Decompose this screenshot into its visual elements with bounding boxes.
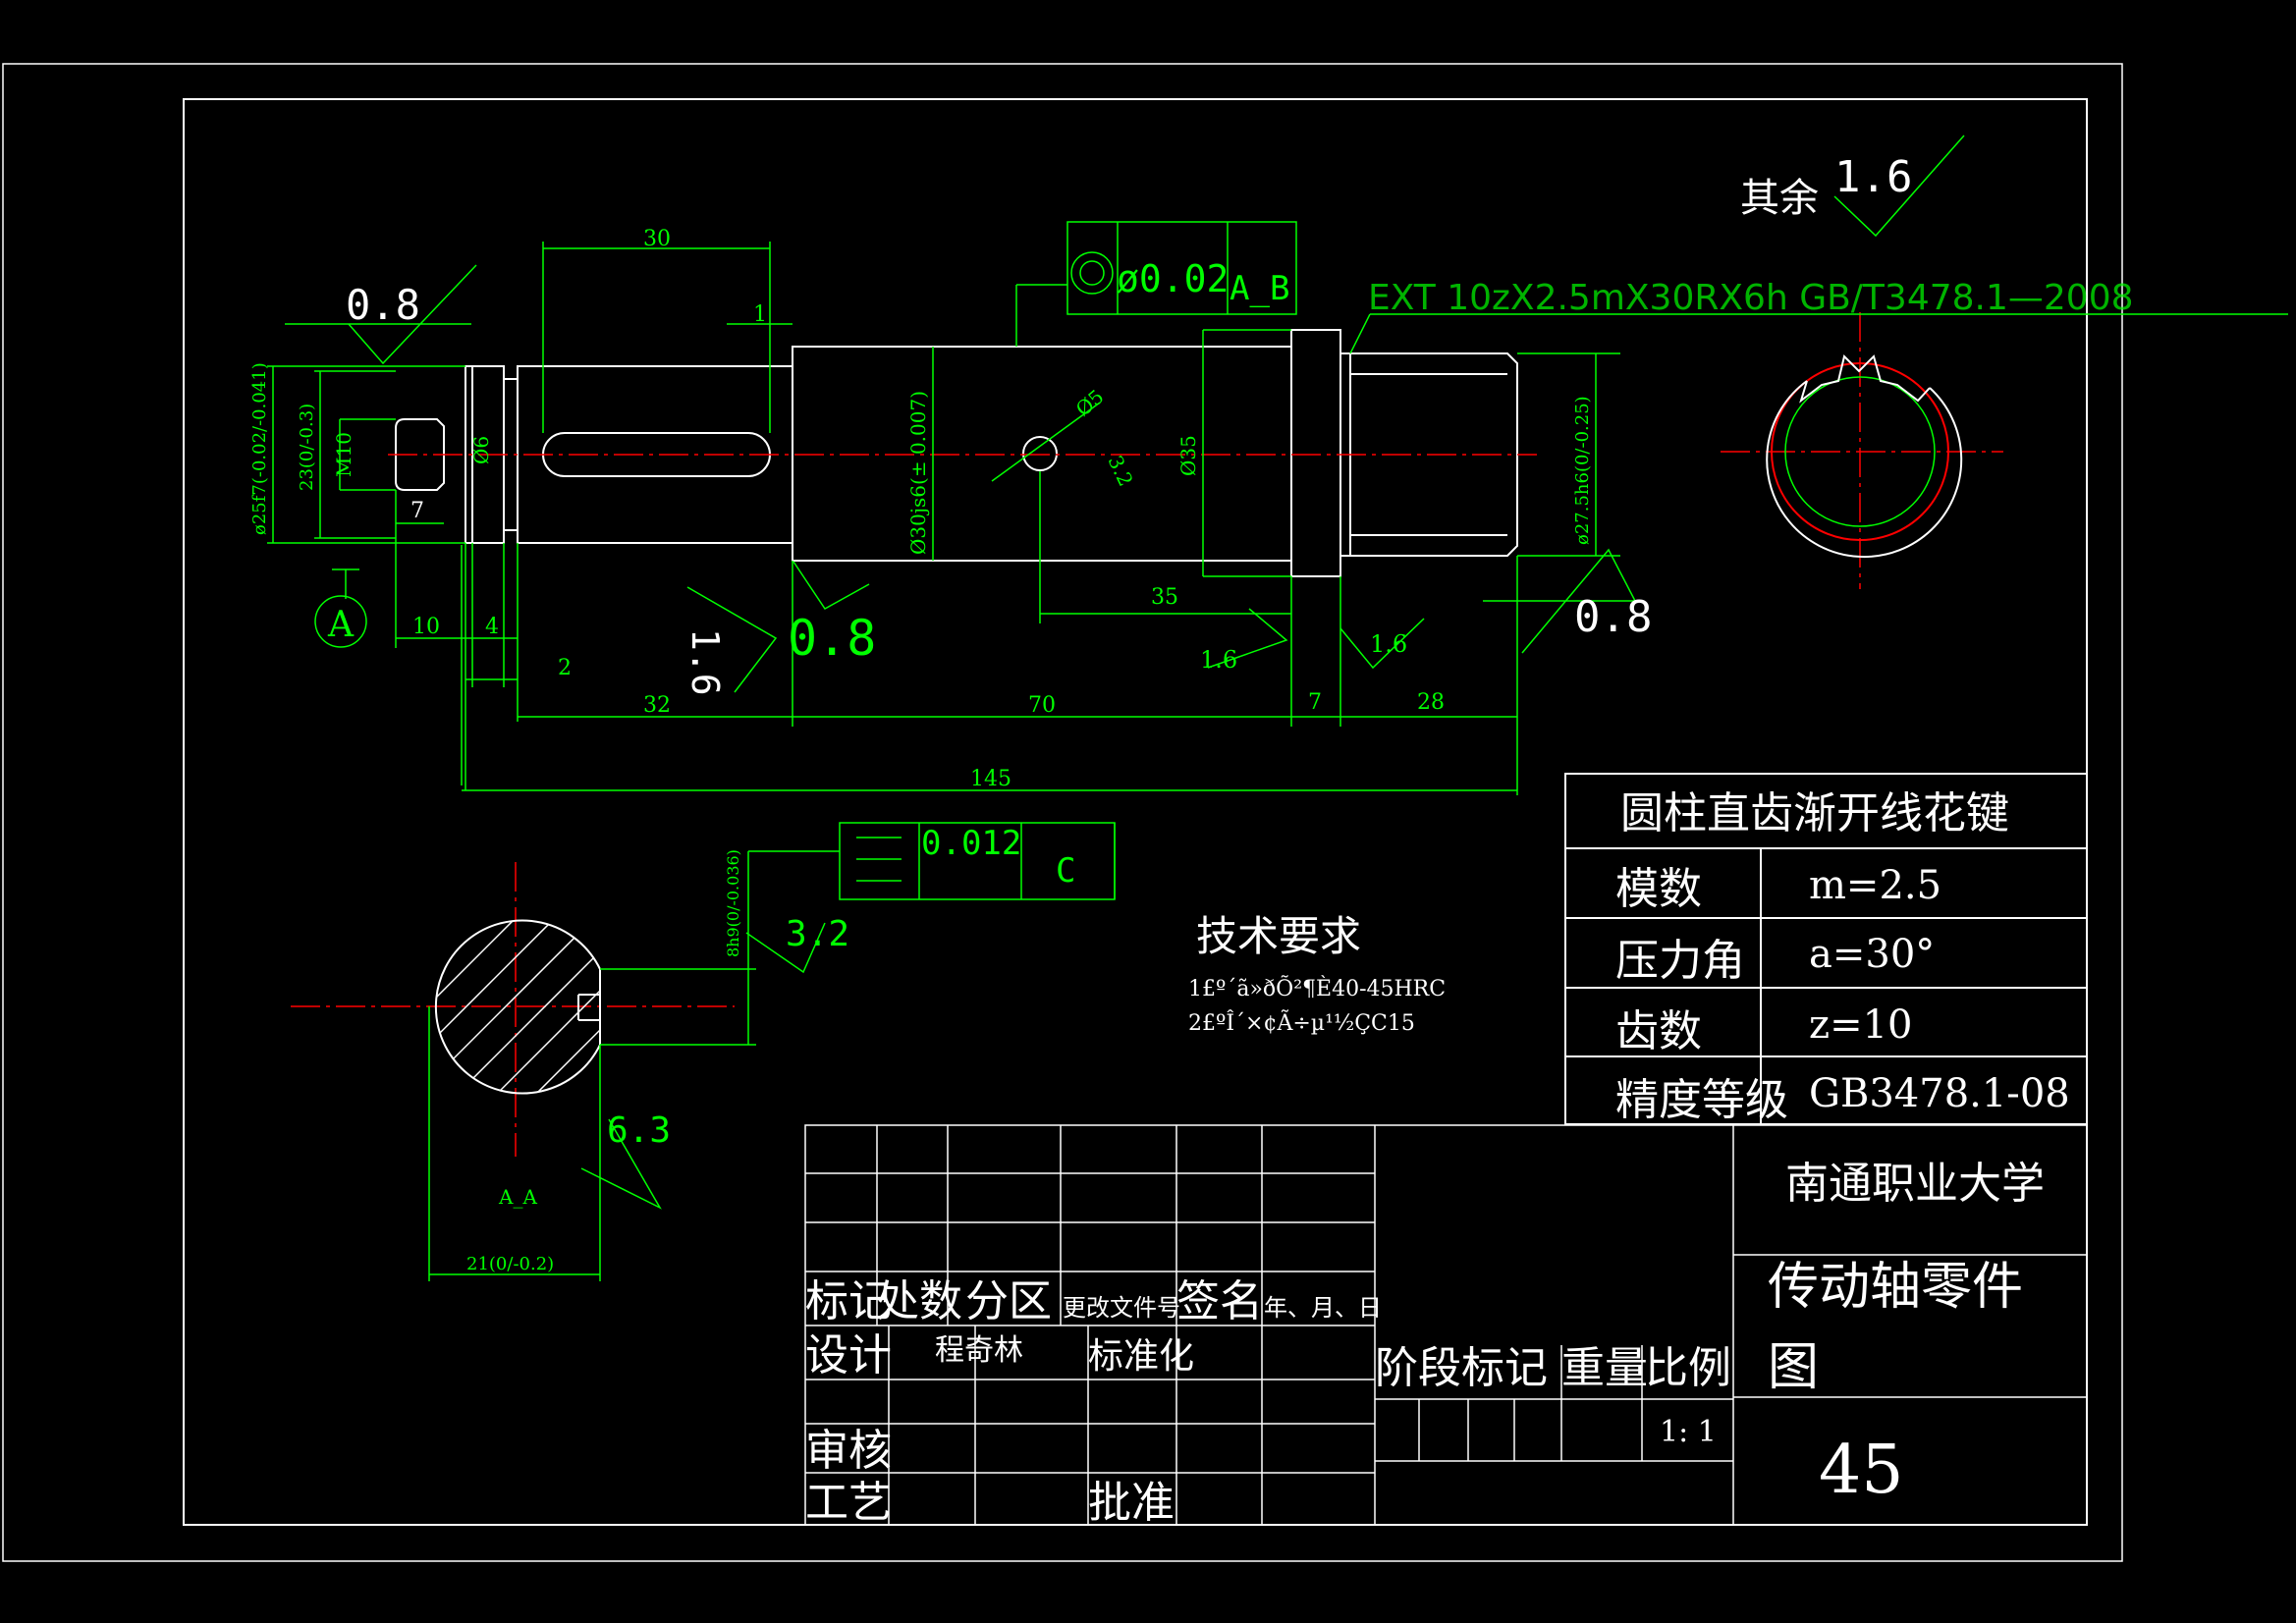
spline-row-value-teeth: z=10: [1809, 1002, 1913, 1048]
dimension-lines: [267, 242, 2288, 1281]
gdt-coax-tolerance: ø0.02: [1117, 257, 1229, 300]
datum-a-label: A: [327, 605, 355, 645]
dim-145: 145: [970, 767, 1011, 791]
rough-32: 3.2: [786, 914, 849, 954]
tb-part-name-2: 图: [1768, 1338, 1819, 1397]
dim-dia30: Ø30js6(± 0.007): [906, 391, 930, 555]
spline-row-label-pressure-angle: 压力角: [1615, 936, 1745, 986]
spline-row-label-accuracy: 精度等级: [1615, 1075, 1788, 1125]
spline-table-title: 圆柱直齿渐开线花键: [1620, 788, 2009, 839]
roughness-symbols: [285, 135, 1965, 1210]
dim-70: 70: [1028, 693, 1056, 718]
spline-row-value-pressure-angle: a=30°: [1809, 932, 1935, 977]
tech-req-line1: 1£º´ã»ðÕ²¶È40-45HRC: [1188, 974, 1446, 1001]
tb-process-label: 工艺: [805, 1478, 892, 1528]
rough-08-left: 0.8: [346, 281, 420, 329]
section-a-a-label: A_A: [498, 1185, 537, 1209]
gdt-coax-datum: A_B: [1230, 269, 1289, 308]
tb-drawing-no: 45: [1819, 1432, 1904, 1509]
spline-row-value-accuracy: GB3478.1-08: [1809, 1071, 2070, 1116]
dim-23: 23(0/-0.3): [297, 404, 317, 491]
tb-h-mark: 标记: [805, 1276, 892, 1326]
rough-16-b: 1.6: [1370, 630, 1407, 658]
dim-dia25: ø25f7(-0.02/-0.041): [249, 362, 270, 535]
gdt-par-tolerance: 0.012: [921, 824, 1021, 863]
tb-h-doc: 更改文件号: [1063, 1294, 1180, 1322]
outer-sheet-border: [2, 63, 2123, 1562]
dim-30: 30: [643, 227, 671, 251]
gdt-parallelism-frame: [839, 822, 1116, 900]
rough-08-mid: 0.8: [788, 610, 876, 667]
dim-32: 32: [643, 693, 671, 718]
tb-designer-name: 程奇林: [935, 1333, 1023, 1368]
dim-4: 4: [485, 615, 499, 639]
shaft-main-view: [395, 329, 1518, 577]
dim-2: 2: [558, 656, 572, 680]
spline-row-value-module: m=2.5: [1809, 863, 1941, 908]
dim-dia275: ø27.5h6(0/-0.25): [1572, 396, 1593, 545]
dim-7-stub: 7: [410, 499, 424, 523]
tb-h-count: 处数: [876, 1276, 962, 1326]
dim-dia6: Ø6: [469, 436, 493, 464]
tb-school: 南通职业大学: [1785, 1159, 2045, 1209]
tb-stage-label: 阶段标记: [1375, 1343, 1548, 1393]
section-a-a-view: [434, 919, 601, 1095]
tb-review-label: 审核: [805, 1426, 892, 1476]
tb-h-zone: 分区: [965, 1276, 1052, 1326]
dim-depth-3-2: 3.2: [1103, 452, 1137, 490]
tb-std-label: 标准化: [1088, 1336, 1194, 1377]
rough-08-right: 0.8: [1574, 592, 1652, 642]
dim-dia5: Ø5: [1071, 385, 1109, 421]
dim-10: 10: [412, 615, 440, 639]
rough-16-rotated: 1.6: [683, 628, 727, 696]
dim-28: 28: [1417, 690, 1445, 715]
dim-7-shoulder: 7: [1308, 690, 1322, 715]
dim-35: 35: [1151, 585, 1178, 610]
rough-16-a: 1.6: [1200, 646, 1237, 674]
tech-req-line2: 2£ºÎ´×¢Ã÷µ¹½ÇC15: [1188, 1008, 1415, 1036]
tb-h-date: 年、月、日: [1264, 1294, 1382, 1322]
tb-scale-value: 1: 1: [1660, 1415, 1717, 1449]
spline-end-view: [1766, 354, 1963, 559]
tb-weight-label: 重量: [1561, 1343, 1648, 1393]
spline-spec-table: [1564, 773, 2088, 1125]
dim-dia35: Ø35: [1176, 435, 1200, 476]
tb-designer-label: 设计: [805, 1330, 892, 1380]
tb-part-name-1: 传动轴零件: [1768, 1258, 2023, 1317]
spline-callout: EXT 10zX2.5mX30RX6h GB/T3478.1—2008: [1368, 278, 2134, 318]
tech-req-title: 技术要求: [1196, 912, 1361, 960]
rough-63: 6.3: [607, 1110, 671, 1151]
tb-approve-label: 批准: [1088, 1478, 1175, 1528]
rough-general-value: 1.6: [1834, 152, 1912, 202]
tb-scale-label: 比例: [1645, 1343, 1731, 1393]
spline-row-label-teeth: 齿数: [1615, 1006, 1702, 1056]
gdt-par-datum: C: [1056, 851, 1075, 891]
tb-h-sign: 签名: [1176, 1276, 1263, 1326]
gdt-coaxiality-frame: [1066, 221, 1297, 315]
dim-1: 1: [753, 302, 767, 327]
rough-general-prefix: 其余: [1740, 176, 1819, 221]
dim-m10: M10: [332, 432, 355, 477]
spline-row-label-module: 模数: [1615, 864, 1702, 914]
title-block-grid: [804, 1124, 2088, 1526]
dim-8h9: 8h9(0/-0.036): [724, 849, 742, 957]
dim-21: 21(0/-0.2): [466, 1254, 554, 1274]
